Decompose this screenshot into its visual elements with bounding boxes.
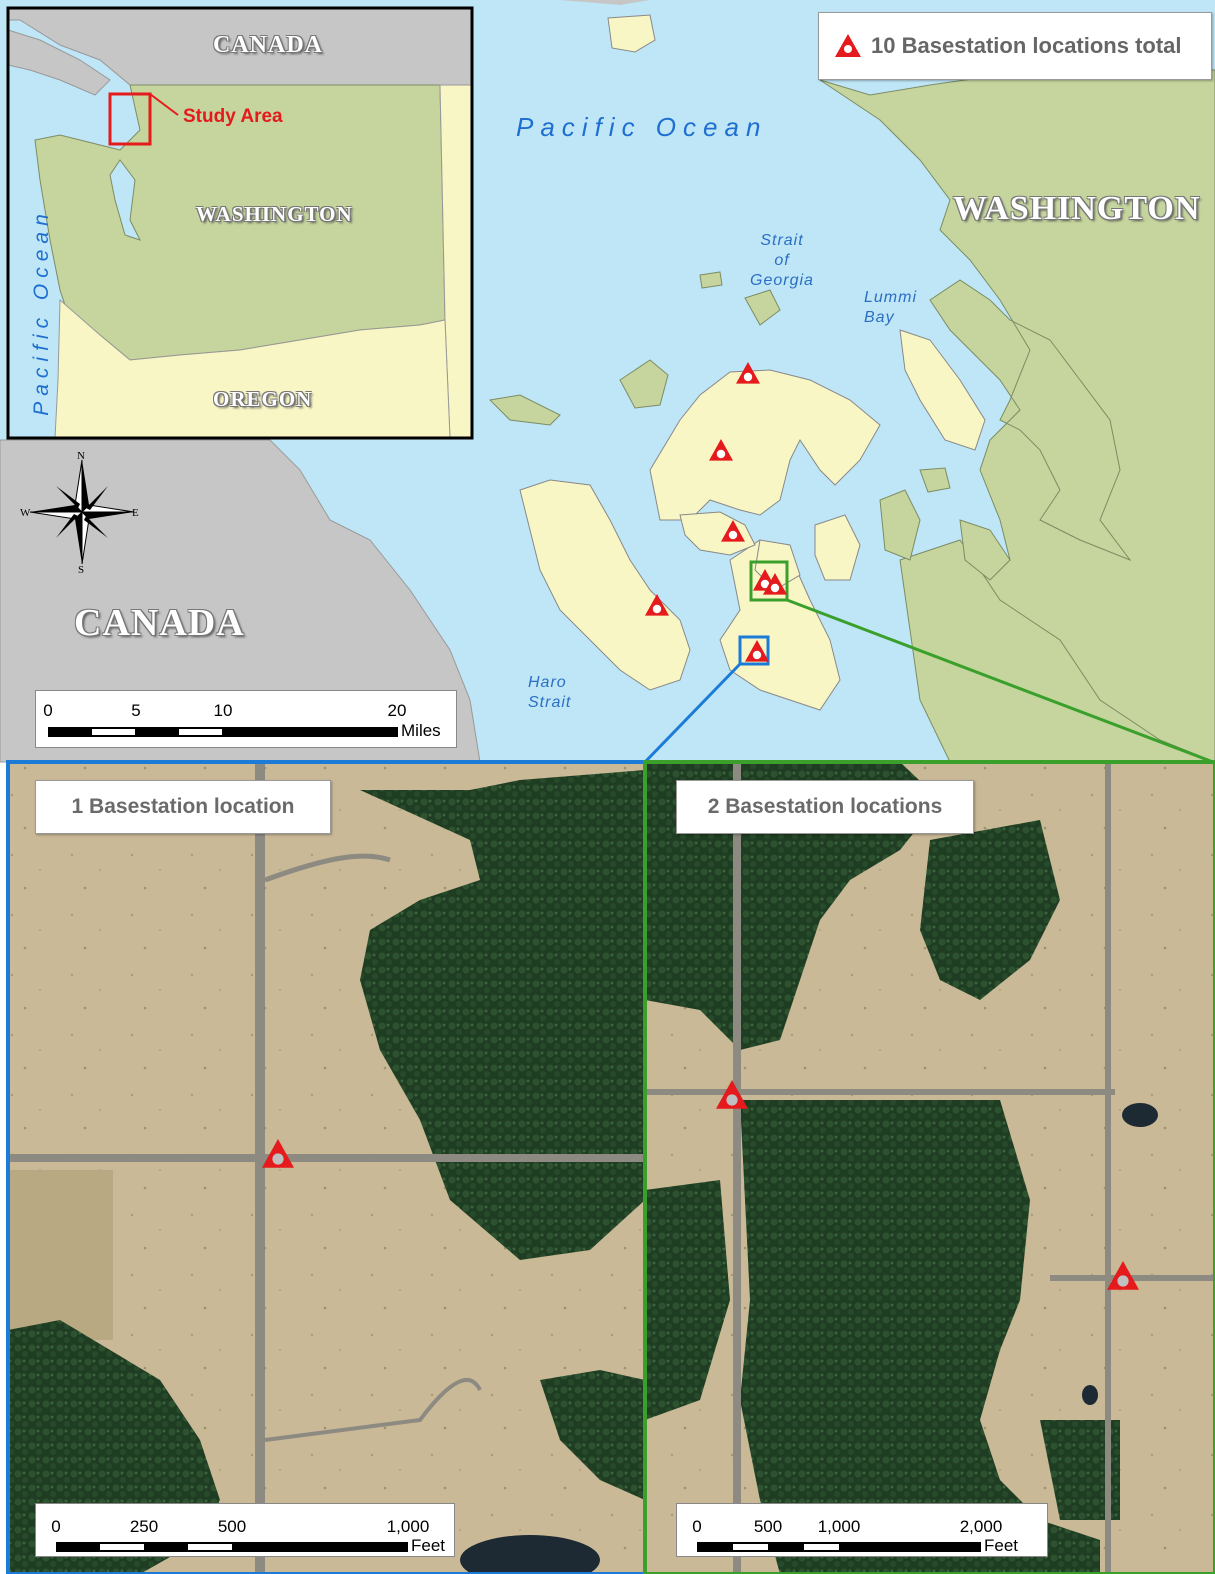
main-ocean-label: Pacific Ocean	[516, 112, 768, 142]
driveway	[264, 1378, 482, 1442]
inset-ocean-label: Pacific Ocean	[30, 208, 53, 416]
blakely-island	[814, 514, 861, 581]
legend-total-label: 10 Basestation locations total	[871, 33, 1182, 58]
legend-total-box: 10 Basestation locations total	[818, 12, 1212, 80]
left-aerial-inset	[6, 760, 647, 1574]
inset-canada-label: CANADA	[213, 32, 323, 58]
blue-zoom-box	[738, 635, 770, 666]
study-area-leader	[149, 93, 179, 116]
inset-vancouver-island	[7, 29, 111, 96]
basestation-marker	[763, 573, 787, 595]
road-ns-right	[733, 762, 741, 1574]
small-island-1	[619, 359, 669, 409]
right-aerial-inset	[643, 760, 1215, 1574]
basestation-markers	[262, 362, 1139, 1290]
road-ns	[255, 762, 265, 1574]
road-ew-right-2	[1050, 1275, 1215, 1281]
compass-w: W	[20, 507, 31, 519]
scale-bar-feet-right-graphic	[697, 1542, 981, 1552]
right-inset-label-box: 2 Basestation locations	[676, 780, 974, 834]
study-area-box	[108, 92, 152, 146]
pond-right-2	[1082, 1385, 1098, 1405]
basestation-marker	[745, 640, 769, 662]
scale-bar-feet-left-graphic	[56, 1542, 408, 1552]
forest-patch-1	[360, 770, 645, 1260]
small-island-7	[959, 519, 1011, 581]
forest-right-5	[645, 1180, 730, 1420]
road-ns-right-2	[1105, 762, 1111, 1574]
basestation-marker	[709, 439, 733, 461]
forest-right-3	[920, 820, 1060, 1000]
lummi-bay-label: Lummi Bay	[864, 289, 918, 326]
lummi-peninsula	[899, 329, 986, 451]
scale-bar-feet-right: 0 500 1,000 2,000 Feet	[676, 1503, 1048, 1557]
right-inset-label: 2 Basestation locations	[707, 795, 943, 818]
haro-strait-label: Haro Strait	[528, 674, 572, 711]
green-zoom-box	[749, 560, 789, 602]
compass-rose	[29, 459, 135, 565]
forest-right-2	[740, 1100, 1100, 1574]
small-island-5	[744, 289, 781, 326]
scale-bar-feet-left: 0 250 500 1,000 Feet	[35, 1503, 455, 1557]
basestation-marker	[1107, 1261, 1139, 1290]
pond-right	[1122, 1103, 1158, 1127]
basestation-triangle-icon	[835, 34, 861, 57]
green-leader-line	[786, 598, 1214, 764]
blue-leader-line	[643, 662, 742, 764]
top-island	[607, 14, 656, 53]
scale-bar-miles: 0 5 10 20 Miles	[35, 690, 457, 748]
compass-n: N	[77, 450, 85, 462]
strait-of-georgia-label: Strait of Georgia	[750, 232, 814, 289]
basestation-marker	[645, 594, 669, 616]
small-island-4	[699, 271, 723, 289]
inset-map	[6, 6, 474, 440]
road-ew-right	[645, 1089, 1115, 1095]
left-inset-label: 1 Basestation location	[71, 795, 295, 818]
inset-washington-label: WASHINGTON	[196, 202, 353, 226]
main-canada-label: CANADA	[74, 602, 245, 644]
small-island-2	[879, 489, 921, 561]
left-inset-label-box: 1 Basestation location	[35, 780, 331, 834]
basestation-marker	[716, 1080, 748, 1109]
scale-bar-miles-graphic	[48, 727, 398, 737]
small-island-3	[919, 467, 951, 493]
forest-right-4	[1040, 1420, 1120, 1520]
pond	[460, 1535, 600, 1574]
small-island-6	[488, 394, 561, 426]
compass-e: E	[132, 507, 139, 519]
main-washington-label: WASHINGTON	[953, 190, 1201, 227]
forest-patch-3	[540, 1370, 645, 1500]
road-ew	[8, 1154, 645, 1162]
road-curve	[264, 853, 391, 883]
compass-s: S	[78, 564, 85, 576]
forest-right-1	[645, 762, 940, 1050]
shaw-island	[679, 511, 756, 556]
inset-puget-sound	[109, 159, 141, 241]
inset-oregon-label: OREGON	[213, 387, 313, 411]
basestation-marker	[736, 362, 760, 384]
canada-landmass-top	[470, 0, 650, 5]
study-area-label: Study Area	[183, 106, 283, 127]
basestation-marker	[721, 520, 745, 542]
san-juan-island	[519, 479, 691, 691]
basestation-marker	[262, 1139, 294, 1168]
